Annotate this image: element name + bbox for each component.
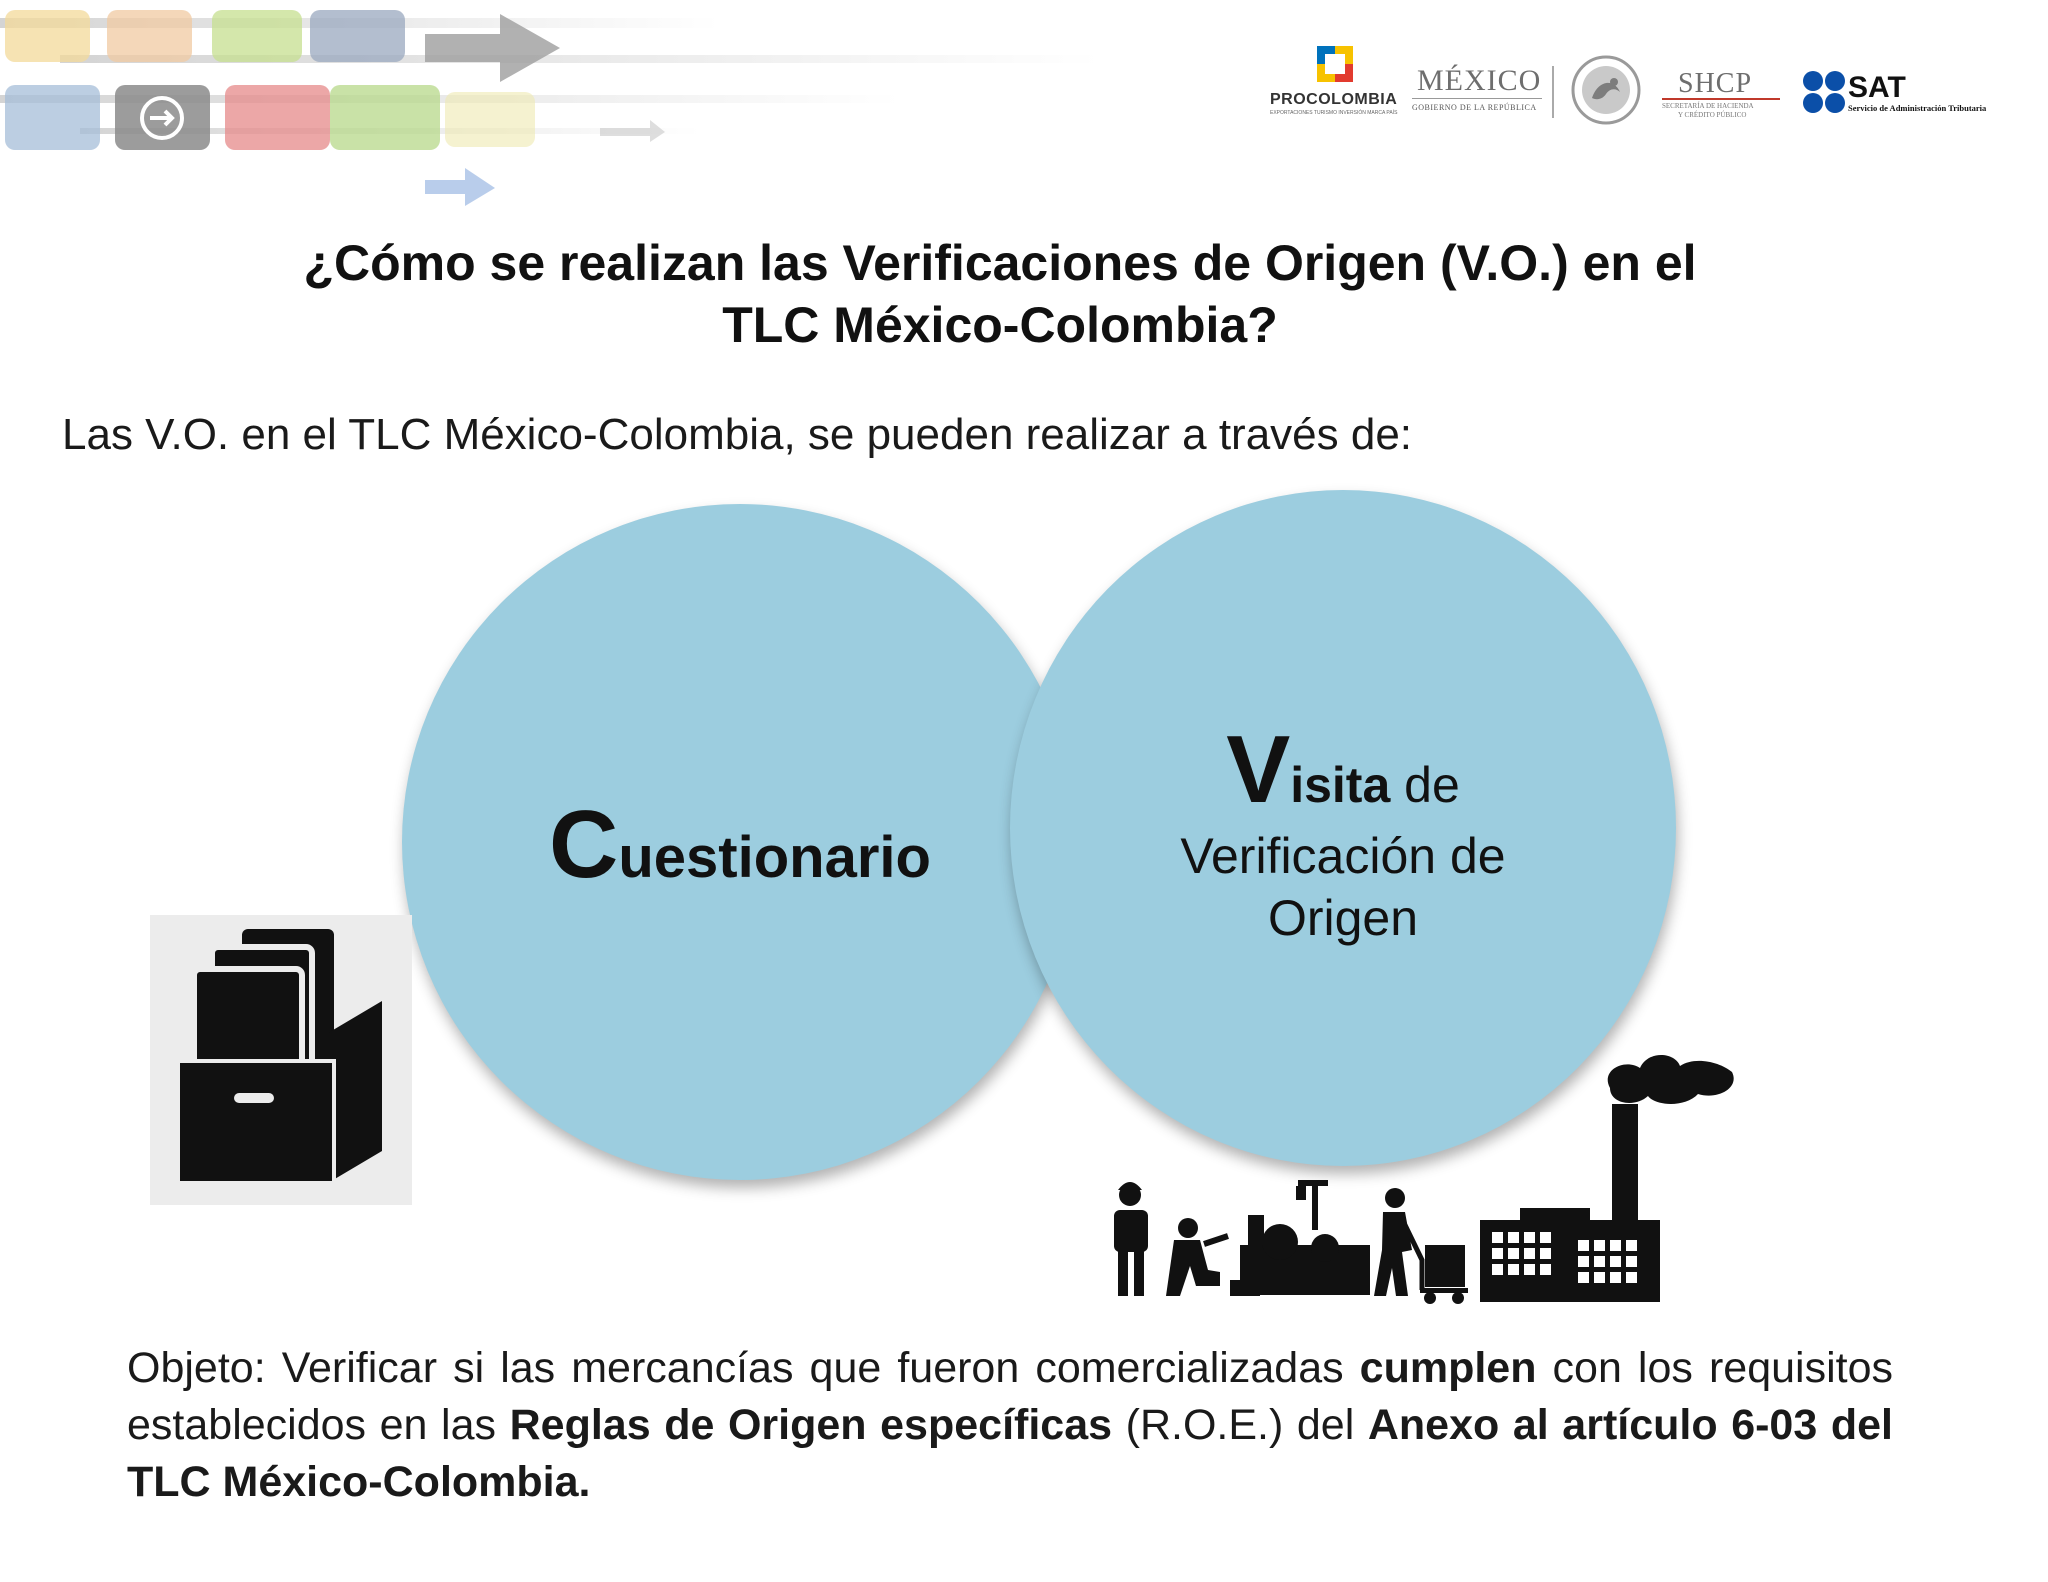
visita-initial: V — [1226, 716, 1291, 823]
shcp-logo-subtitle-2: Y CRÉDITO PÚBLICO — [1678, 111, 1747, 119]
objeto-paragraph: Objeto: Verificar si las mercancías que … — [127, 1340, 1893, 1511]
shcp-logo-subtitle-1: SECRETARÍA DE HACIENDA — [1662, 102, 1754, 110]
institution-logos: PROCOLOMBIA EXPORTACIONES TURISMO INVERS… — [1260, 40, 2030, 140]
slide-title-line-1: ¿Cómo se realizan las Verificaciones de … — [303, 235, 1697, 291]
decorative-header-banner — [0, 10, 1100, 206]
file-box-icon — [150, 915, 412, 1205]
cuestionario-circle — [402, 504, 1078, 1180]
objeto-bold-cumplen: cumplen — [1359, 1344, 1537, 1392]
visita-label-line-3: Origen — [1267, 890, 1419, 946]
sat-logo-icon — [1803, 71, 1845, 113]
industry-factory-icon — [1114, 1055, 1734, 1304]
cuestionario-label: Cuestionario — [402, 790, 1078, 900]
shcp-logo-text: SHCP — [1678, 68, 1753, 99]
coat-of-arms-seal-icon — [1571, 55, 1641, 125]
sat-logo-text: SAT — [1848, 71, 1906, 104]
sat-logo-subtitle: Servicio de Administración Tributaria — [1848, 103, 1987, 113]
procolombia-logo-subtitle: EXPORTACIONES TURISMO INVERSIÓN MARCA PA… — [1270, 110, 1398, 116]
shcp-logo-underline — [1662, 98, 1780, 100]
visita-label-line-1: Visita de — [1010, 715, 1676, 825]
objeto-bold-anexo: Anexo al artículo 6-03 del TLC México-Co… — [127, 1401, 1893, 1506]
mexico-logo-subtitle: GOBIERNO DE LA REPÚBLICA — [1412, 103, 1537, 112]
cuestionario-initial: C — [549, 791, 619, 898]
objeto-text-3: (R.O.E.) del — [1112, 1401, 1368, 1449]
visita-rest: de — [1390, 757, 1460, 813]
slide-title: ¿Cómo se realizan las Verificaciones de … — [180, 232, 1820, 356]
slide-title-line-2: TLC México-Colombia? — [722, 297, 1278, 353]
logo-separator — [1552, 66, 1554, 118]
mexico-logo-divider — [1412, 98, 1542, 99]
objeto-text-2: con los requisitos establecidos en las — [127, 1344, 1893, 1449]
objeto-text-1: Objeto: Verificar si las mercancías que … — [127, 1344, 1360, 1392]
visita-rest-bold: isita — [1290, 757, 1391, 813]
intro-text: Las V.O. en el TLC México-Colombia, se p… — [62, 410, 1413, 459]
mexico-logo-text: MÉXICO — [1417, 64, 1542, 97]
visita-circle — [1010, 490, 1676, 1166]
procolombia-logo-icon — [1317, 46, 1353, 82]
visita-label-line-2: Verificación de — [1180, 828, 1506, 884]
cuestionario-rest: uestionario — [618, 825, 931, 890]
visita-label: Visita de Verificación de Origen — [1010, 715, 1676, 949]
objeto-bold-reglas: Reglas de Origen específicas — [509, 1401, 1113, 1449]
procolombia-logo-text: PROCOLOMBIA — [1270, 91, 1398, 108]
